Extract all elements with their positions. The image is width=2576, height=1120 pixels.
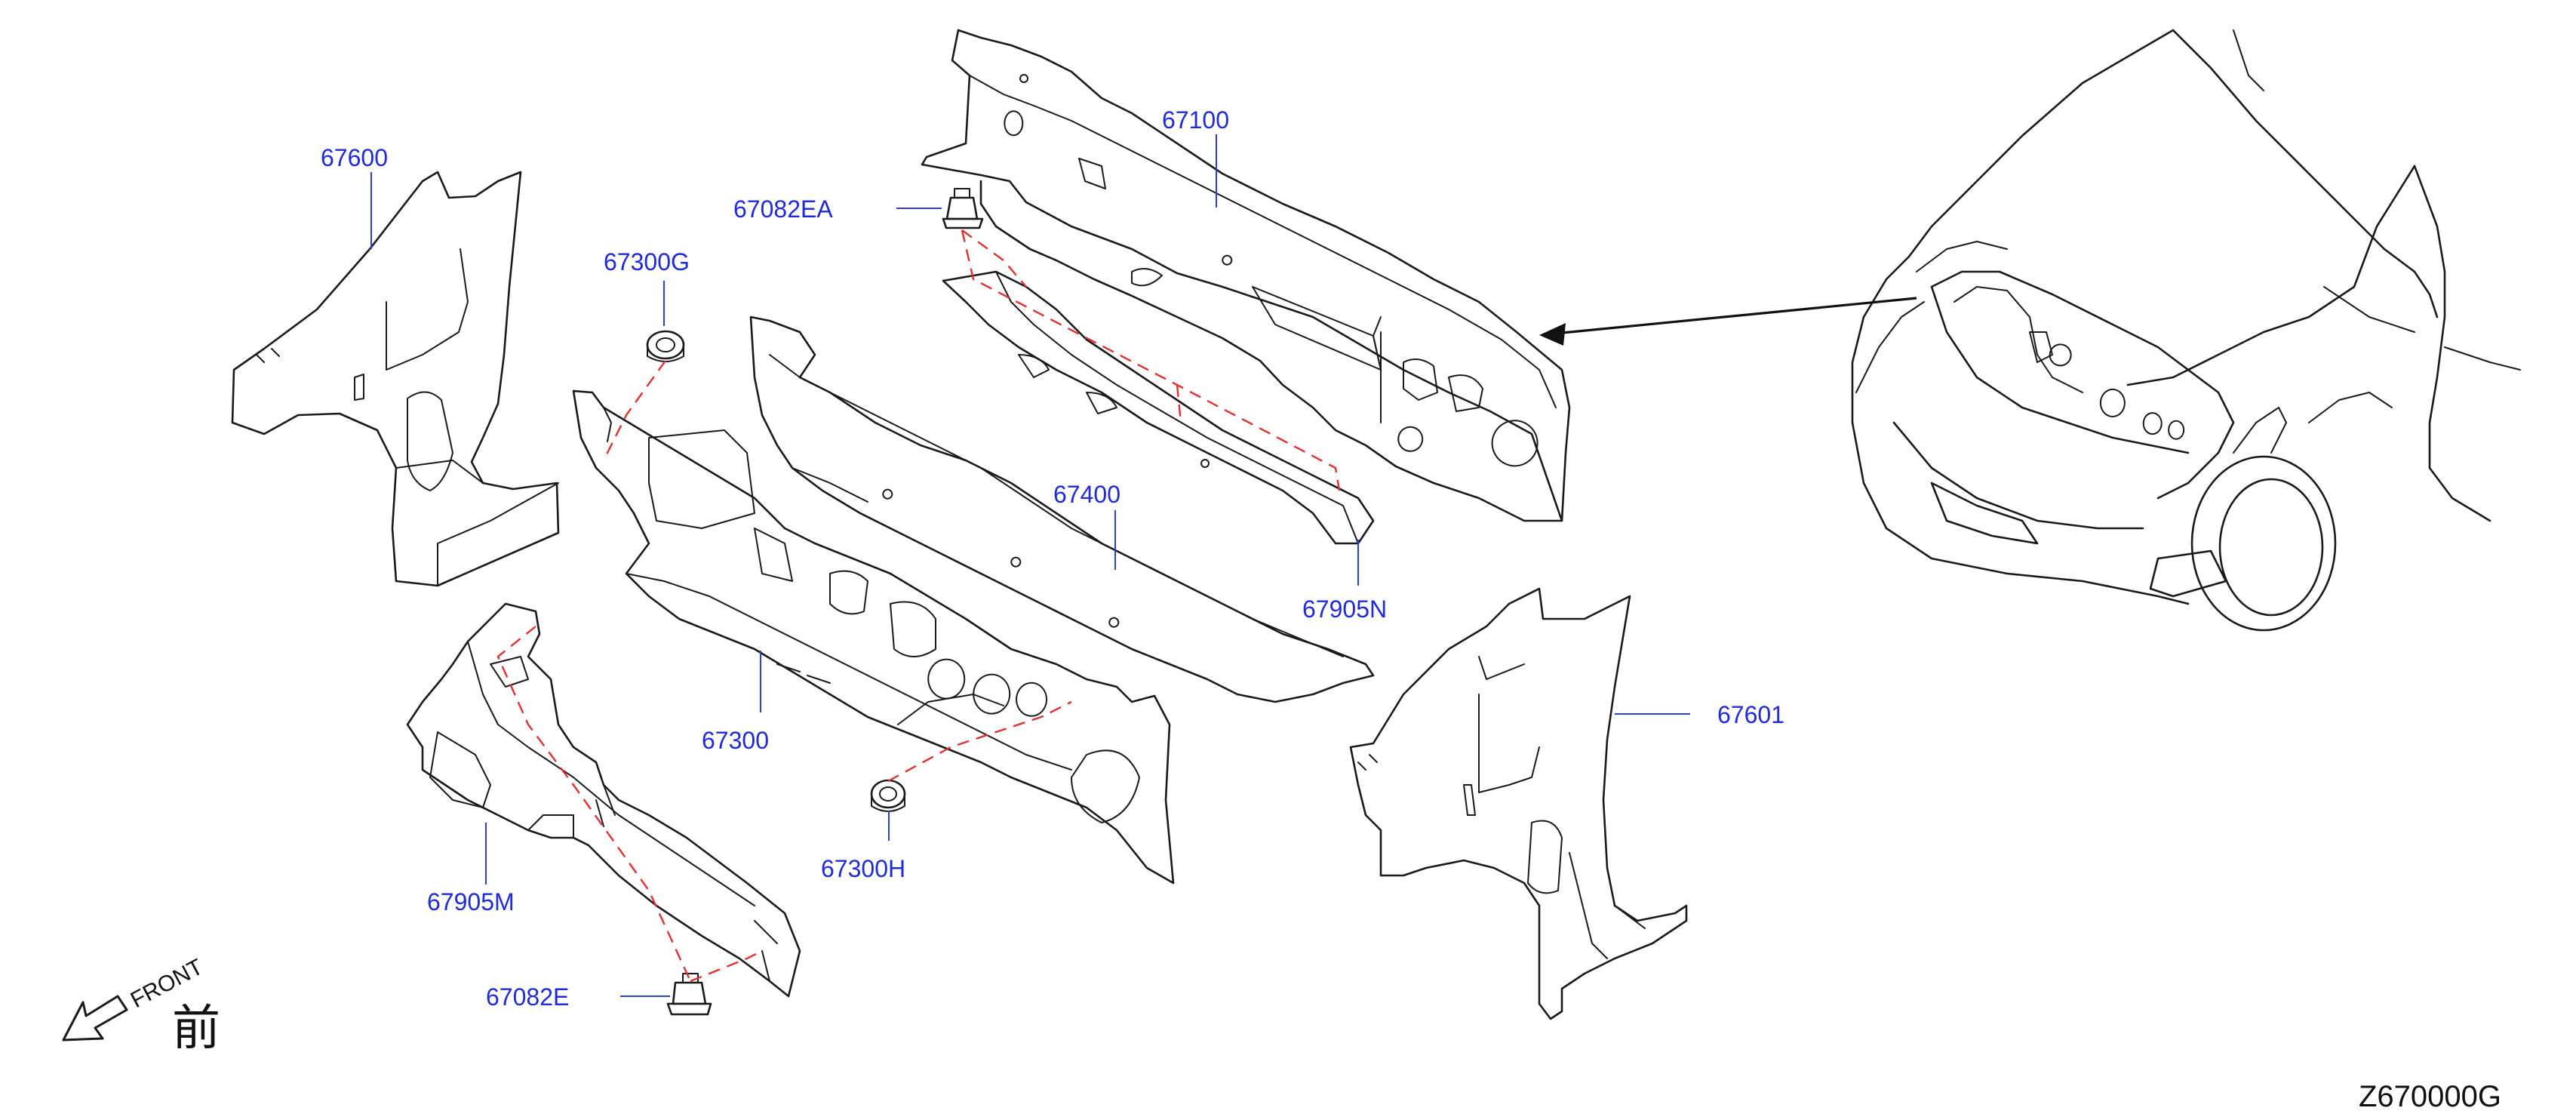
label-67905N: 67905N — [1302, 595, 1387, 623]
grommet-67300G-shape — [646, 330, 685, 362]
front-indicator: FRONT 前 — [62, 955, 220, 1057]
grommet-67300H-shape — [870, 779, 906, 812]
clip-67082E-shape — [666, 973, 712, 1016]
label-67601: 67601 — [1717, 701, 1784, 728]
label-67082EA: 67082EA — [733, 195, 833, 223]
diagram-code: Z670000G — [2359, 1080, 2501, 1113]
part-67905M-shape — [406, 602, 801, 998]
label-67400: 67400 — [1053, 481, 1120, 508]
front-kanji: 前 — [172, 1001, 220, 1057]
part-67100-shape — [921, 29, 1571, 522]
leader-lines — [370, 134, 1690, 997]
label-67905M: 67905M — [427, 888, 515, 915]
part-67400-shape — [749, 315, 1375, 703]
part-67601-shape — [1349, 587, 1688, 1020]
clip-67082EA-shape — [942, 188, 984, 229]
part-67905N-shape — [942, 270, 1375, 545]
label-67300G: 67300G — [604, 248, 690, 275]
location-arrow — [1539, 297, 1917, 346]
label-67600: 67600 — [321, 144, 388, 171]
part-67600-shape — [231, 171, 560, 587]
assembly-dashed-links — [496, 229, 1341, 983]
part-67300-shape — [572, 389, 1175, 885]
label-67300H: 67300H — [821, 855, 905, 882]
car-overview-drawing — [1851, 29, 2521, 632]
label-67100: 67100 — [1162, 106, 1229, 134]
label-67082E: 67082E — [486, 983, 569, 1011]
front-arrow-icon — [62, 995, 128, 1042]
label-67300: 67300 — [702, 727, 769, 754]
